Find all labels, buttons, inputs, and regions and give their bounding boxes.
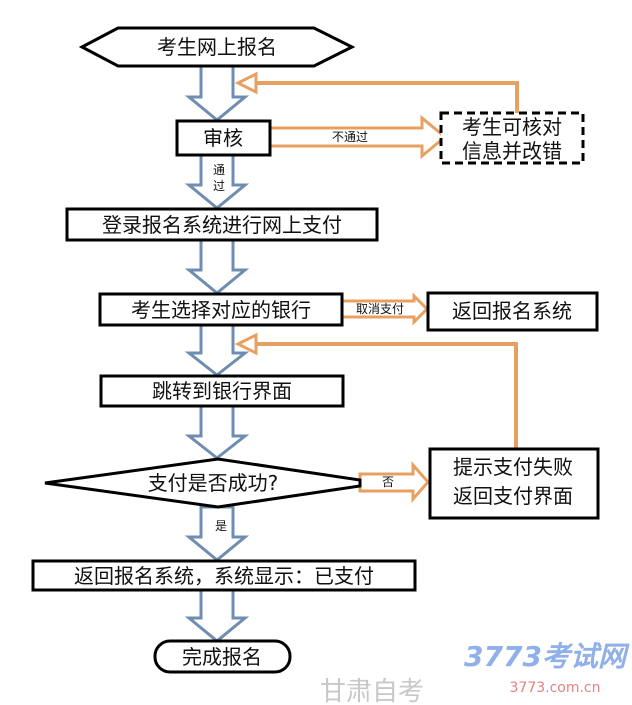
node-return-system (426, 291, 599, 332)
node-jump-bank-text: 跳转到银行界面 (152, 379, 292, 403)
arrow-login-bank (184, 238, 250, 295)
arrow-paid-finish (184, 588, 250, 643)
node-choose-bank-text: 考生选择对应的银行 (131, 298, 311, 322)
watermark-site: 甘肃自考 (320, 677, 424, 705)
node-finish-text: 完成报名 (182, 645, 262, 669)
label-cancel-pay: 取消支付 (356, 302, 404, 316)
label-no: 否 (382, 475, 394, 489)
arrow-bank-jump (184, 323, 250, 377)
arrow-review-login (184, 153, 250, 210)
node-correct-info-line2: 信息并改错 (462, 139, 562, 163)
node-login-pay (65, 207, 379, 242)
label-pass-1: 通 (213, 163, 225, 177)
arrow-start-review (184, 64, 250, 122)
node-finish (153, 639, 292, 674)
return-arrowhead-payment (234, 332, 258, 356)
node-paid-text: 返回报名系统，系统显示：已支付 (74, 564, 374, 588)
node-login-pay-text: 登录报名系统进行网上支付 (102, 213, 342, 237)
arrow-not-pass (268, 114, 448, 160)
arrow-cancel-pay (340, 292, 430, 326)
node-pay-fail (428, 447, 600, 520)
node-correct-info (439, 111, 585, 165)
watermark-url: 3773.com.cn (510, 680, 601, 696)
label-yes: 是 (215, 519, 227, 533)
node-pay-fail-line2: 返回支付界面 (453, 484, 573, 508)
node-choose-bank (98, 292, 344, 327)
return-arrowhead-review (234, 71, 258, 95)
label-not-pass: 不通过 (332, 130, 368, 144)
return-line-payment (252, 342, 518, 450)
node-start (78, 26, 356, 68)
node-paid (31, 559, 417, 592)
node-pay-success-text: 支付是否成功? (148, 471, 279, 495)
node-return-system-text: 返回报名系统 (452, 299, 572, 323)
node-review-text: 审核 (203, 126, 243, 150)
arrow-decision-paid (184, 505, 250, 562)
node-pay-fail-line1: 提示支付失败 (453, 455, 573, 479)
label-pass-2: 过 (213, 179, 225, 193)
node-jump-bank (99, 374, 345, 408)
watermark-logo: 3773考试网 (464, 640, 630, 673)
node-correct-info-line1: 考生可核对 (462, 115, 562, 139)
flow-arrows (184, 64, 250, 643)
node-review (175, 119, 272, 157)
node-start-text: 考生网上报名 (157, 35, 277, 59)
arrow-no (358, 461, 431, 503)
arrow-jump-decision (184, 404, 250, 460)
node-pay-success (44, 457, 362, 509)
